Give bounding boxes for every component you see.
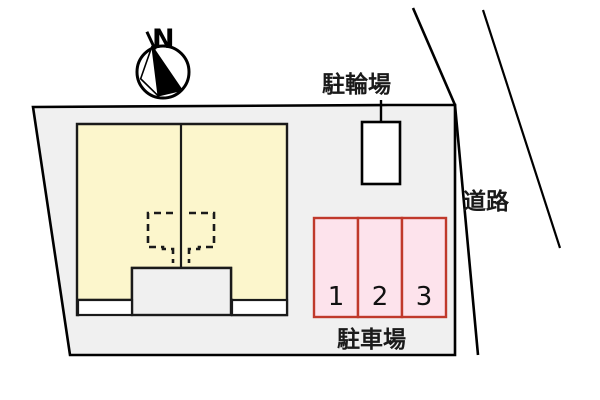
parking-stall-number-1: 1: [328, 282, 345, 312]
road-outer-edge: [481, 9, 562, 249]
stair-path-left: [146, 211, 175, 263]
parking-stall-3[interactable]: [400, 216, 448, 319]
parking-stall-number-3: 3: [416, 282, 433, 312]
balcony-right: [230, 298, 289, 317]
car-parking-label: 駐車場: [337, 326, 406, 353]
apartment-building: [75, 122, 289, 317]
parking-stall-2[interactable]: [356, 216, 404, 319]
compass-needle-light: [139, 45, 160, 99]
stair-path-right: [187, 211, 216, 263]
bicycle-parking-rect[interactable]: [360, 120, 402, 186]
building-entry-notch: [130, 266, 233, 317]
north-arrow: N: [135, 24, 191, 100]
compass-north-label: N: [152, 24, 175, 55]
compass-north-tick: [145, 31, 157, 51]
bicycle-parking-label: 駐輪場: [322, 71, 391, 98]
balcony-left: [76, 298, 134, 317]
parking-stall-number-2: 2: [372, 282, 389, 312]
bicycle-parking-area[interactable]: [360, 100, 402, 186]
road-label: 道路: [463, 188, 510, 215]
parking-stall-1[interactable]: [312, 216, 360, 319]
